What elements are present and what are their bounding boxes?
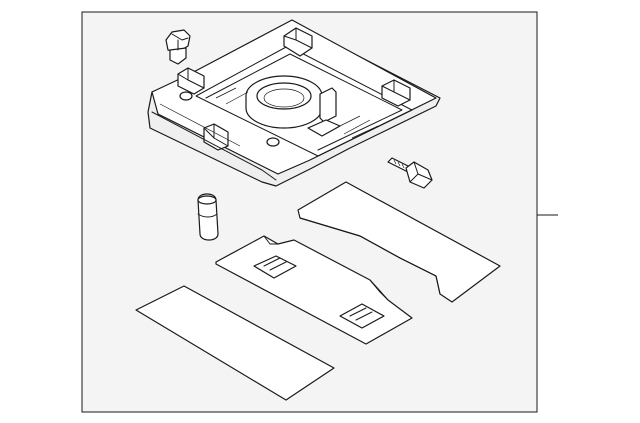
dome-lamp-housing — [147, 19, 441, 187]
bulb — [197, 193, 219, 241]
switch-lens — [215, 235, 413, 345]
mounting-screw — [387, 157, 433, 189]
front-lens — [135, 285, 335, 401]
rear-lens — [297, 181, 501, 303]
push-clip — [165, 29, 191, 65]
